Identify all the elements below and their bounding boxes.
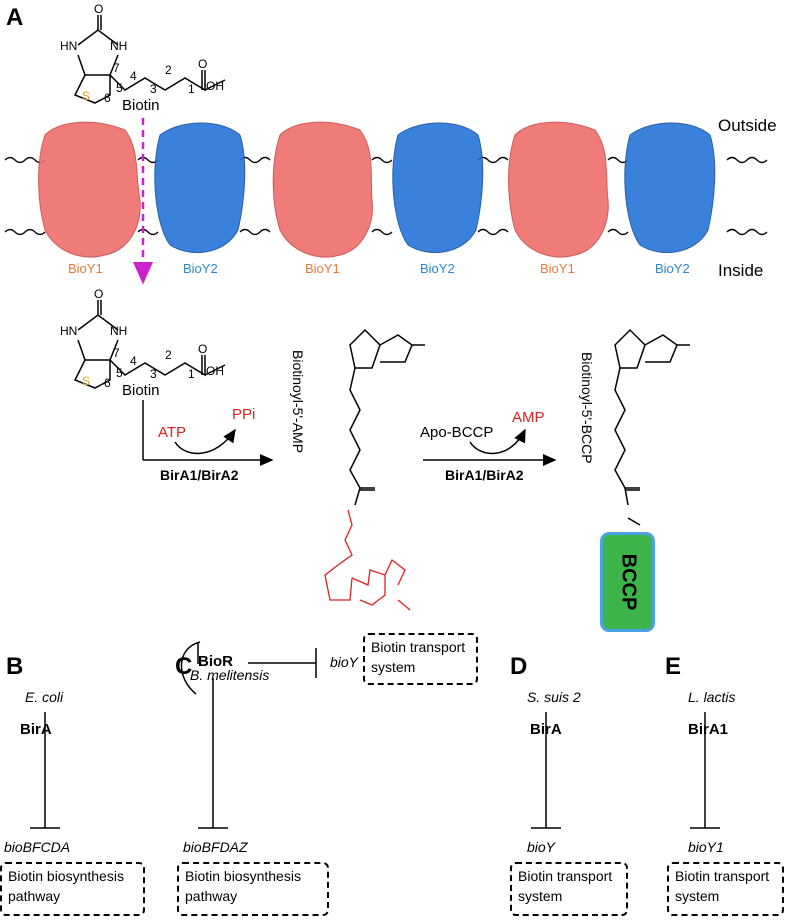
biotin-top-oh: OH	[206, 79, 224, 93]
biotin-bottom-o: O	[94, 287, 104, 301]
panel-c-box1-text: Biotin transport system	[371, 639, 466, 676]
membrane-lines	[4, 156, 768, 236]
biotin-bottom-o2: O	[198, 342, 208, 356]
biotin-bottom-c3: 3	[150, 367, 157, 381]
biotin-structure-top	[73, 15, 226, 104]
panel-label-e: E	[665, 653, 682, 680]
panel-d-organism: S. suis 2	[527, 689, 581, 705]
panel-label-d: D	[510, 653, 528, 680]
panel-e-regulator: BirA1	[688, 721, 729, 738]
bioy2-protein-3	[624, 122, 716, 254]
biotin-top-c2: 2	[165, 63, 172, 77]
reaction-2-curve	[469, 428, 526, 455]
biotin-bottom-nh: NH	[110, 324, 128, 338]
biotinoyl-bccp-label: Biotinoyl-5'-BCCP	[579, 352, 595, 464]
panel-d-regulator: BirA	[530, 721, 562, 738]
inside-label: Inside	[718, 261, 764, 280]
panel-d-box: Biotin transport system	[510, 862, 628, 916]
panel-b-repression	[30, 712, 60, 829]
atp-label: ATP	[158, 424, 187, 441]
amp-label: AMP	[512, 409, 545, 426]
bioy1-protein-2	[272, 121, 373, 258]
panel-e-box: Biotin transport system	[667, 862, 784, 916]
panel-c-repression	[180, 641, 317, 829]
panel-c-organism: B. melitensis	[190, 667, 270, 683]
biotin-bottom-c7: 7	[113, 346, 120, 360]
protein-label-2: BioY2	[183, 261, 218, 276]
panel-c-box1: Biotin transport system	[363, 633, 478, 685]
protein-label-5: BioY1	[540, 261, 575, 276]
ppi-label: PPi	[232, 406, 256, 423]
panel-c-gene1: bioY	[330, 654, 359, 670]
biotin-bottom-c4: 4	[130, 354, 137, 368]
panel-e-gene: bioY1	[688, 839, 724, 855]
apo-bccp-label: Apo-BCCP	[420, 424, 494, 441]
bioy2-protein-1	[154, 122, 246, 254]
bioy1-protein-3	[508, 121, 609, 258]
panel-b-regulator: BirA	[20, 721, 52, 738]
biotinoyl-bccp-structure	[614, 328, 690, 526]
biotin-bottom-hn: HN	[60, 324, 78, 338]
protein-label-3: BioY1	[305, 261, 340, 276]
panel-d-repression	[531, 712, 561, 829]
panel-c-gene2: bioBFDAZ	[183, 839, 248, 855]
biotinoyl-amp-structure	[349, 328, 425, 506]
panel-d-box-text: Biotin transport system	[518, 868, 613, 905]
biotin-top-o: O	[94, 2, 104, 16]
panel-b-box-text: Biotin biosynthesis pathway	[8, 868, 124, 905]
reaction-1-curve	[174, 428, 236, 455]
bccp-protein-box: BCCP	[600, 532, 655, 632]
biotin-top-c6: 6	[104, 91, 111, 105]
panel-c-box2-text: Biotin biosynthesis pathway	[185, 868, 301, 905]
biotin-top-c3: 3	[150, 82, 157, 96]
reaction-1-enzyme: BirA1/BirA2	[160, 467, 239, 483]
adenosine-moiety	[324, 509, 411, 611]
protein-label-4: BioY2	[420, 261, 455, 276]
biotin-bottom-s: S	[82, 374, 91, 388]
protein-label-1: BioY1	[68, 261, 103, 276]
biotin-top-c7: 7	[113, 61, 120, 75]
biotin-bottom-oh: OH	[206, 364, 224, 378]
biotin-top-s: S	[82, 89, 91, 103]
panel-label-a: A	[6, 4, 24, 31]
panel-c-box2: Biotin biosynthesis pathway	[177, 862, 329, 916]
panel-b-box: Biotin biosynthesis pathway	[0, 862, 145, 916]
outside-label: Outside	[718, 116, 777, 135]
panel-e-box-text: Biotin transport system	[675, 868, 770, 905]
bioy2-protein-2	[392, 122, 484, 254]
biotin-bottom-name: Biotin	[122, 382, 160, 399]
biotin-structure-bottom	[73, 300, 226, 389]
biotin-top-hn: HN	[60, 39, 78, 53]
bioy1-protein-1	[38, 121, 141, 258]
panel-b-gene: bioBFCDA	[4, 839, 71, 855]
panel-e-organism: L. lactis	[688, 689, 736, 705]
bccp-label: BCCP	[617, 553, 639, 611]
biotin-bottom-c5: 5	[116, 366, 123, 380]
biotin-bottom-c2: 2	[165, 348, 172, 362]
panel-b-organism: E. coli	[25, 689, 64, 705]
panel-label-b: B	[6, 653, 24, 680]
biotin-bottom-c1: 1	[188, 367, 195, 381]
panel-d-gene: bioY	[527, 839, 556, 855]
biotin-top-c1: 1	[188, 82, 195, 96]
biotin-top-nh: NH	[110, 39, 128, 53]
biotin-bottom-c6: 6	[104, 376, 111, 390]
biotin-top-c4: 4	[130, 69, 137, 83]
protein-label-6: BioY2	[655, 261, 690, 276]
panel-e-repression	[690, 712, 720, 829]
panel-label-c: C	[175, 653, 193, 680]
biotin-top-name: Biotin	[122, 97, 160, 114]
biotin-top-c5: 5	[116, 81, 123, 95]
biotinoyl-amp-label: Biotinoyl-5'-AMP	[290, 350, 306, 454]
panel-c-regulator: BioR	[198, 653, 233, 670]
reaction-2-enzyme: BirA1/BirA2	[445, 467, 524, 483]
biotin-top-o2: O	[198, 57, 208, 71]
